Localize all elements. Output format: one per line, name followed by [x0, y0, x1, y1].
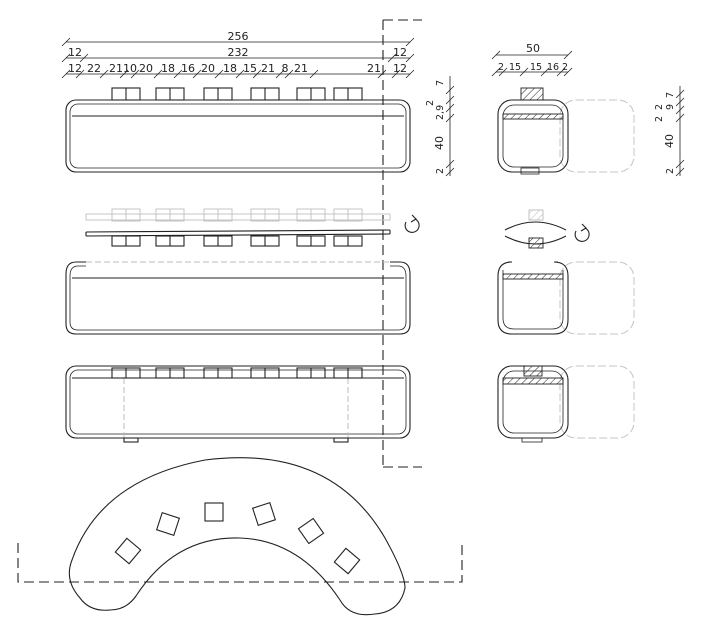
exploded-block [333, 235, 363, 247]
final-block [155, 367, 185, 379]
dim-side-seg-5: 2 [562, 62, 568, 73]
ghost-block [250, 208, 280, 222]
dim-segment: 12 [393, 62, 407, 75]
dim-edge-left: 12 [68, 46, 82, 59]
dim-side-seg-4: 16 [547, 62, 559, 73]
dim-side-h-40: 40 [663, 134, 676, 148]
exploded-step [85, 208, 590, 249]
dim-segment: 20 [201, 62, 215, 75]
dim-side-width: 50 [526, 42, 540, 55]
dim-segment: 10 [123, 62, 137, 75]
side-view-open [497, 261, 635, 335]
final-block [296, 367, 326, 379]
front-view-open [65, 261, 411, 335]
front-view-assembled [65, 87, 411, 173]
exploded-block [296, 235, 326, 247]
dim-segment: 21 [109, 62, 123, 75]
dim-segment: 8 [282, 62, 289, 75]
exploded-block [203, 235, 233, 247]
front-block [333, 87, 363, 101]
dim-side-h-6: 2 [665, 168, 676, 174]
dim-segment: 18 [161, 62, 175, 75]
dim-segment: 20 [139, 62, 153, 75]
dim-segment: 22 [87, 62, 101, 75]
front-block [111, 87, 141, 101]
dim-segment: 15 [243, 62, 257, 75]
dim-segment: 21 [261, 62, 275, 75]
dim-segment: 21 [294, 62, 308, 75]
dim-inner-width: 232 [228, 46, 249, 59]
dim-edge-right: 12 [393, 46, 407, 59]
dim-overall-width: 256 [228, 30, 249, 43]
dim-segment: 18 [223, 62, 237, 75]
dim-segment: 16 [181, 62, 195, 75]
dim-side-seg-2: 15 [509, 62, 521, 73]
ghost-block [155, 208, 185, 222]
dim-side-h-4: 7 [665, 92, 676, 98]
rotate-clockwise-icon [404, 214, 420, 233]
side-view-final [497, 365, 635, 443]
dim-side-h-1: 2 [654, 104, 665, 110]
final-block [203, 367, 233, 379]
dim-h-40: 40 [433, 136, 446, 150]
ghost-block [111, 208, 141, 222]
plan-view-arc [17, 457, 463, 616]
front-block [250, 87, 280, 101]
rotate-clockwise-icon [574, 223, 590, 242]
dim-segment: 21 [367, 62, 381, 75]
dim-side-h-2: 2 [654, 116, 665, 122]
ghost-block [296, 208, 326, 222]
dim-side-seg-3: 15 [530, 62, 542, 73]
plan-block [114, 537, 142, 565]
dim-h-2: 2 [425, 100, 436, 106]
final-block [250, 367, 280, 379]
ghost-block [203, 208, 233, 222]
final-block [333, 367, 363, 379]
dim-side-h-3: 9 [665, 104, 676, 110]
front-block [203, 87, 233, 101]
dim-segment: 12 [68, 62, 82, 75]
final-block [111, 367, 141, 379]
front-block [296, 87, 326, 101]
dim-h-29: 2,9 [435, 105, 446, 120]
plan-block [333, 547, 361, 575]
dim-h-bottom: 2 [435, 168, 446, 174]
dim-h-top: 7 [435, 80, 446, 86]
front-view-final [65, 365, 411, 443]
ghost-block [333, 208, 363, 222]
side-view-assembled [497, 87, 635, 175]
exploded-block [250, 235, 280, 247]
plan-block [297, 517, 325, 545]
exploded-block [111, 235, 141, 247]
front-block [155, 87, 185, 101]
exploded-block [155, 235, 185, 247]
plan-block [251, 501, 277, 527]
side-dimensions: 50 2 15 15 16 2 2 2 9 7 40 2 [491, 42, 685, 177]
plan-block [155, 511, 181, 537]
dim-side-seg-1: 2 [498, 62, 504, 73]
plan-block [204, 502, 224, 522]
